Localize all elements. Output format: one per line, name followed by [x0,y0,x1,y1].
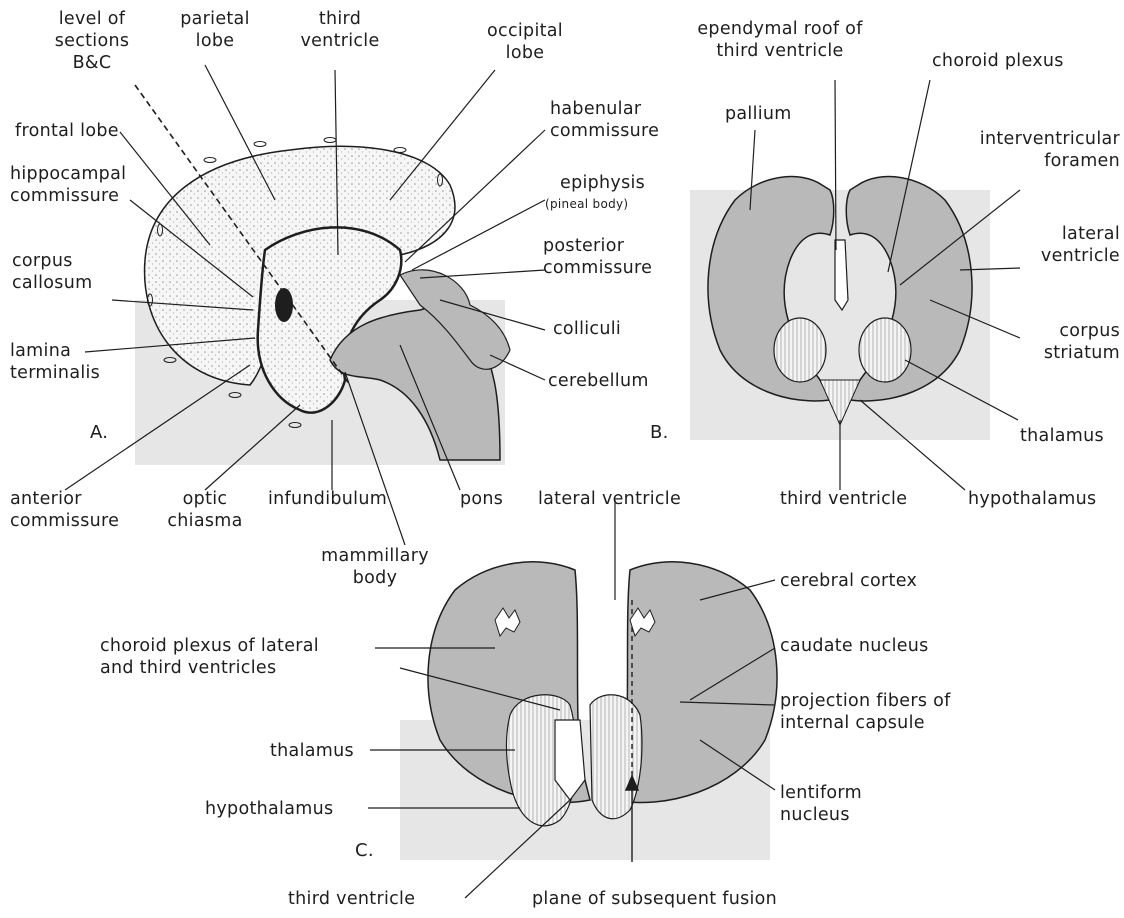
label-infundibulum: infundibulum [268,488,387,510]
label-cerebellum: cerebellum [548,370,649,392]
diencephalon-right-c [590,695,642,819]
label-ependymal-roof: ependymal roof of third ventricle [665,18,895,62]
label-cerebral-cortex: cerebral cortex [780,570,917,592]
label-hippocampal-commissure: hippocampal commissure [10,163,126,207]
label-third-ventricle-b: third ventricle [780,488,907,510]
label-corpus-striatum: corpus striatum [1000,320,1120,364]
panel-b-frontal-section [690,177,990,440]
label-hypothalamus-b: hypothalamus [968,488,1096,510]
label-posterior-commissure: posterior commissure [543,235,652,279]
panel-label-b: B. [650,422,669,444]
panel-label-a: A. [90,422,108,444]
label-mammillary-body: mammillary body [310,545,440,589]
label-lateral-ventricle-c: lateral ventricle [538,488,681,510]
label-thalamus-b: thalamus [1020,425,1104,447]
label-pallium: pallium [725,103,792,125]
label-lamina-terminalis: lamina terminalis [10,340,100,384]
label-third-ventricle-a: third ventricle [290,8,390,52]
label-interventricular-foramen: interventricular foramen [955,128,1120,172]
label-choroid-plexus-lateral-third: choroid plexus of lateral and third vent… [100,635,319,679]
label-pons: pons [460,488,503,510]
label-pineal-body: (pineal body) [545,197,628,211]
label-projection-fibers: projection fibers of internal capsule [780,690,951,734]
label-hypothalamus-c: hypothalamus [205,798,333,820]
thalamus-right-b [859,318,911,382]
panel-a-sagittal-section [135,85,510,465]
label-frontal-lobe: frontal lobe [15,120,119,142]
label-occipital-lobe: occipital lobe [470,20,580,64]
label-thalamus-c: thalamus [270,740,354,762]
label-parietal-lobe: parietal lobe [165,8,265,52]
label-level-of-sections: level of sections B&C [22,8,162,74]
label-habenular-commissure: habenular commissure [550,98,659,142]
third-ventricle-b [835,240,848,310]
panel-c-frontal-section [400,562,777,862]
label-plane-of-fusion: plane of subsequent fusion [532,888,777,910]
label-third-ventricle-c: third ventricle [288,888,415,910]
label-epiphysis: epiphysis [560,172,645,194]
thalamus-left-b [774,318,826,382]
label-corpus-callosum: corpus callosum [12,250,92,294]
label-lentiform-nucleus: lentiform nucleus [780,782,862,826]
label-caudate-nucleus: caudate nucleus [780,635,929,657]
label-optic-chiasma: optic chiasma [160,488,250,532]
label-colliculi: colliculi [553,318,621,340]
label-anterior-commissure: anterior commissure [10,488,119,532]
label-choroid-plexus: choroid plexus [932,50,1064,72]
panel-label-c: C. [355,840,374,862]
label-lateral-ventricle-b: lateral ventricle [1000,223,1120,267]
